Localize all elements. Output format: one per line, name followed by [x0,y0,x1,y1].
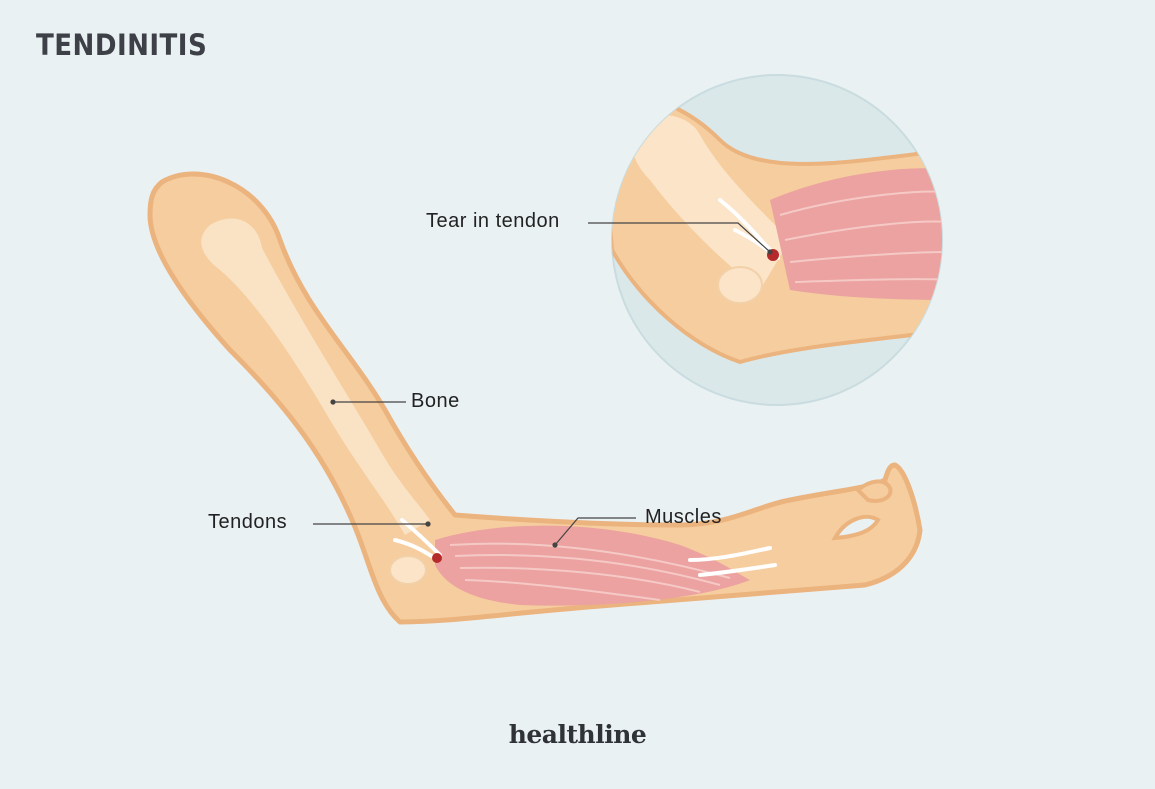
arm [147,171,923,625]
label-tendons: Tendons [208,511,288,533]
label-bone: Bone [411,390,460,412]
leader-muscles [554,517,636,546]
leader-tear [588,222,771,253]
inset-magnified-view [611,74,943,406]
inset-elbow-joint [717,266,763,304]
fingers [831,514,881,541]
label-tear-in-tendon: Tear in tendon [426,210,560,232]
brand-logo: healthline [508,720,647,749]
tear-spot [432,553,442,563]
humerus-bone [201,218,430,535]
inset-muscle [770,168,942,300]
thumb [855,479,893,503]
inset-bone [631,115,790,290]
label-muscles: Muscles [645,506,722,528]
elbow-joint [389,555,427,585]
leader-lines [313,222,773,548]
page-title: TENDINITIS [36,28,208,62]
